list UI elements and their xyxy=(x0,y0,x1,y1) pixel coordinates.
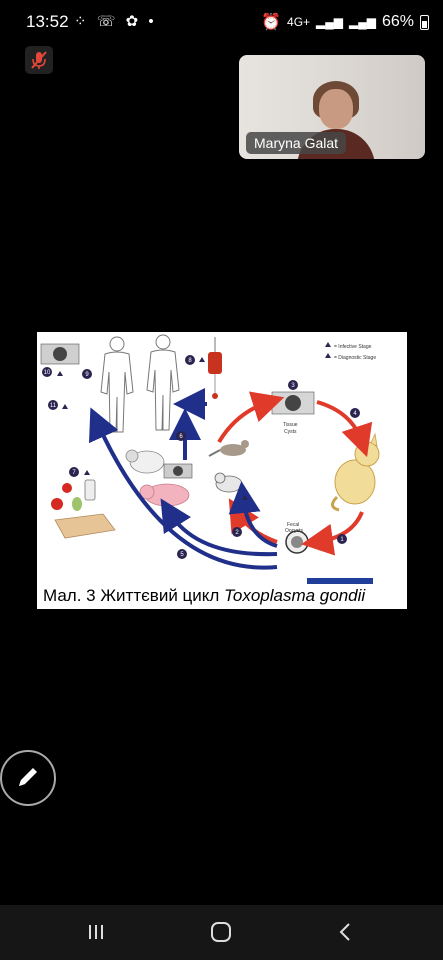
step-1: 1 xyxy=(340,537,344,543)
alarm-icon: ⏰ xyxy=(261,14,282,31)
clock: 13:52 xyxy=(26,12,69,31)
system-status: ⏰ 4G+ ▂▄▆ ▂▄▆ 66% xyxy=(261,12,429,32)
cyst-icon xyxy=(53,347,67,361)
mic-off-icon[interactable] xyxy=(25,46,53,74)
home-icon[interactable] xyxy=(201,917,241,947)
bird-icon xyxy=(208,440,249,457)
step-9: 9 xyxy=(85,372,89,378)
battery-percent: 66% xyxy=(381,13,414,30)
step-8: 8 xyxy=(188,358,192,364)
signal-icon: ▂▄▆ xyxy=(316,15,343,29)
step-11: 11 xyxy=(50,403,57,409)
legend-diagnostic: = Diagnostic Stage xyxy=(334,355,376,361)
fecal-label-2: Oocysts xyxy=(285,528,304,534)
caption-species: Toxoplasma gondii xyxy=(224,586,366,605)
step-3: 3 xyxy=(291,383,295,389)
legend-infective: = Infective Stage xyxy=(334,344,372,350)
signal-icon-2: ▂▄▆ xyxy=(349,15,376,29)
pencil-icon[interactable] xyxy=(0,750,56,806)
blood-bag-icon xyxy=(208,337,222,399)
mouse-icon xyxy=(214,472,244,509)
cat-icon xyxy=(331,432,380,512)
recent-apps-icon[interactable] xyxy=(76,917,116,947)
shared-slide: = Infective Stage = Diagnostic Stage Tis… xyxy=(37,332,407,609)
step-2: 2 xyxy=(235,530,239,536)
human-figures xyxy=(100,334,180,433)
source-stripe xyxy=(307,578,373,584)
network-type: 4G+ xyxy=(287,15,311,29)
stage-triangles xyxy=(57,357,248,500)
food-icons xyxy=(51,479,116,539)
caption-prefix: Мал. 3 Життєвий цикл xyxy=(43,586,225,605)
toxoplasma-diagram: = Infective Stage = Diagnostic Stage Tis… xyxy=(40,334,380,584)
back-icon[interactable] xyxy=(326,917,366,947)
slide-caption: Мал. 3 Життєвий цикл Toxoplasma gondii xyxy=(43,586,365,606)
battery-icon xyxy=(420,14,429,30)
participant-video[interactable]: Maryna Galat xyxy=(239,55,425,159)
step-6: 6 xyxy=(179,434,183,440)
step-badges: 1 2 3 4 5 6 7 8 9 10 11 xyxy=(42,355,360,559)
step-5: 5 xyxy=(180,552,184,558)
transmission-arrows xyxy=(89,388,278,570)
step-10: 10 xyxy=(44,370,51,376)
participant-name: Maryna Galat xyxy=(246,132,347,154)
step-4: 4 xyxy=(353,411,357,417)
sheep-icon xyxy=(125,449,165,474)
notification-icons: ⁘ ☏ ✿ • xyxy=(74,13,157,30)
tissue-label-2: Cysts xyxy=(284,429,297,435)
fecal-label-1: Fecal xyxy=(287,522,299,528)
step-7: 7 xyxy=(72,470,76,476)
navigation-bar xyxy=(0,905,443,960)
tissue-label-1: Tissue xyxy=(283,422,298,428)
legend: = Infective Stage = Diagnostic Stage xyxy=(325,342,376,361)
pig-icon xyxy=(139,483,190,507)
participant-face xyxy=(319,89,353,129)
status-bar: 13:52 ⁘ ☏ ✿ • ⏰ 4G+ ▂▄▆ ▂▄▆ 66% xyxy=(0,0,443,44)
